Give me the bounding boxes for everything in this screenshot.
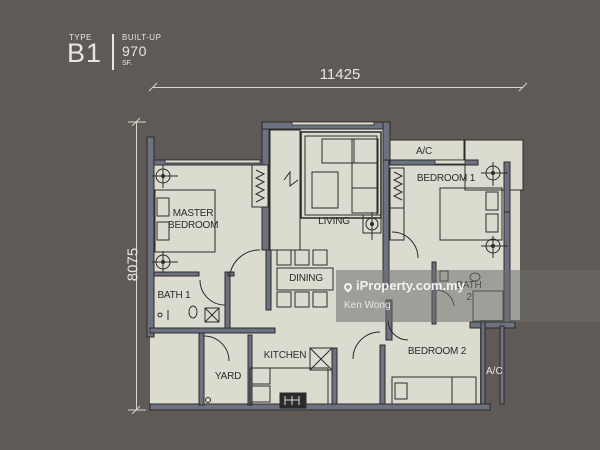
- room-label-bath1: BATH 1: [157, 290, 191, 301]
- room-label-bedroom1: BEDROOM 1: [416, 173, 476, 184]
- room-label-living: LIVING: [318, 216, 350, 227]
- master-bedroom-line2: BEDROOM: [168, 220, 219, 231]
- unit-type-value: B1: [67, 38, 103, 68]
- room-label-master-bedroom: MASTER BEDROOM: [168, 208, 218, 232]
- room-label-ac-right: A/C: [486, 366, 503, 377]
- room-label-bedroom2: BEDROOM 2: [407, 346, 467, 357]
- master-bedroom-line1: MASTER: [172, 208, 214, 219]
- room-label-dining: DINING: [289, 273, 323, 284]
- built-up-label: BUILT-UP: [122, 33, 162, 42]
- watermark-site-text: iProperty.com.my: [356, 278, 465, 293]
- location-pin-icon: [342, 281, 354, 293]
- watermark-site: iProperty.com.my: [342, 278, 465, 293]
- watermark: iProperty.com.my Ken Wong: [336, 270, 600, 322]
- room-label-kitchen: KITCHEN: [263, 350, 307, 361]
- built-up-unit: SF.: [122, 60, 133, 67]
- width-dimension-label: 11425: [319, 66, 361, 83]
- watermark-agent: Ken Wong: [344, 300, 391, 311]
- room-label-ac-top: A/C: [415, 146, 433, 157]
- depth-dimension-line: [136, 122, 137, 410]
- header-divider: [112, 34, 114, 70]
- unit-type-label: TYPE: [69, 33, 92, 42]
- floor-area: [150, 128, 522, 405]
- room-label-yard: YARD: [214, 371, 242, 382]
- width-dimension-line: [153, 87, 523, 88]
- built-up-value: 970: [122, 43, 147, 59]
